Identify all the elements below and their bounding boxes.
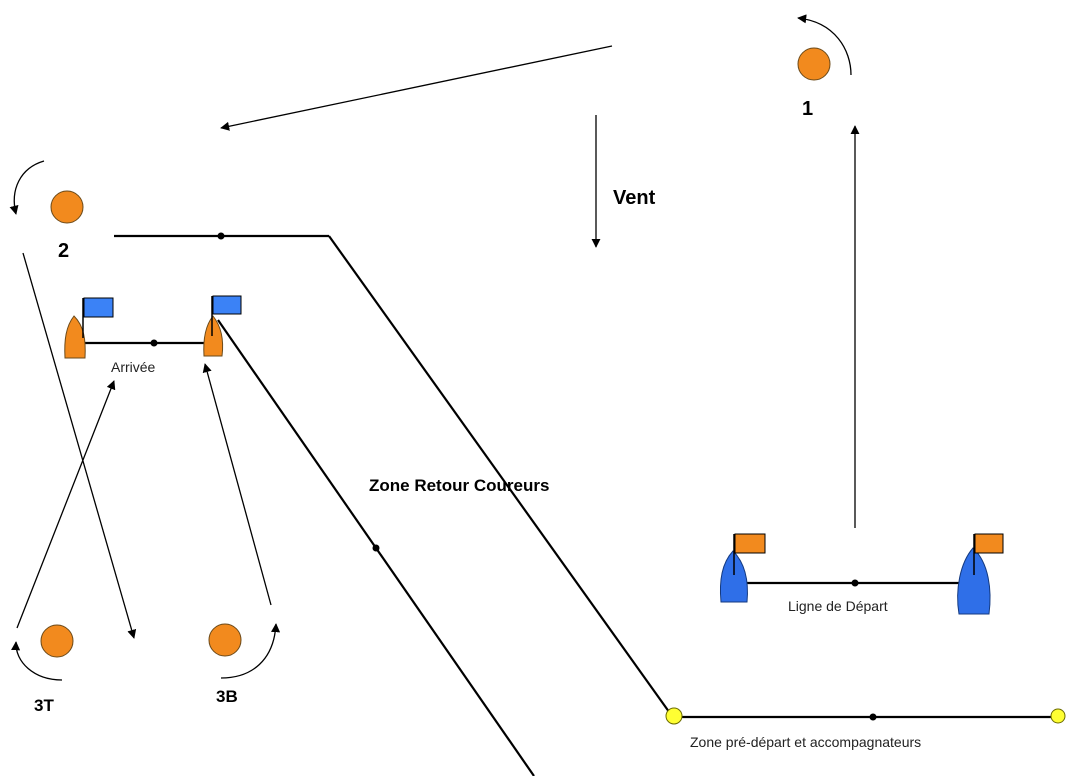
finish-boat-right xyxy=(203,295,242,357)
mark-1-buoy xyxy=(797,47,831,81)
mark-3b-rounding-arrow xyxy=(220,623,281,679)
mark-2-buoy xyxy=(50,190,84,224)
start-line-dot xyxy=(851,579,859,587)
return-zone-label: Zone Retour Coureurs xyxy=(369,476,549,495)
leg-mark-2-down xyxy=(22,252,137,639)
leg-mark-3t-to-finish xyxy=(16,380,116,629)
start-flag-left xyxy=(734,533,766,554)
return-zone-top-dot xyxy=(217,232,225,240)
start-boat-left xyxy=(719,533,766,603)
start-boat-right xyxy=(957,533,1004,615)
mark-1-label: 1 xyxy=(802,98,813,120)
mark-3b-buoy xyxy=(208,623,242,657)
mark-3t-label: 3T xyxy=(34,696,54,715)
finish-flag-left xyxy=(83,297,114,318)
mark-2-rounding-arrow xyxy=(9,160,45,215)
wind-label: Vent xyxy=(613,187,656,209)
start-flag-right xyxy=(974,533,1004,554)
finish-line-dot xyxy=(150,339,158,347)
leg-mark-3b-to-finish xyxy=(202,363,272,606)
mark-3b-label: 3B xyxy=(216,687,238,706)
finish-boat-left xyxy=(64,297,114,359)
mark-3t-buoy xyxy=(40,624,74,658)
return-zone-outer-line xyxy=(328,235,673,717)
pre-start-zone-label: Zone pré-départ et accompagnateurs xyxy=(690,734,921,750)
pre-start-buoy-left xyxy=(665,707,683,725)
finish-flag-right xyxy=(212,295,242,315)
pre-start-zone-dot xyxy=(869,713,877,721)
leg-mark-1-to-mark-2 xyxy=(220,45,613,131)
finish-label: Arrivée xyxy=(111,359,156,375)
start-label: Ligne de Départ xyxy=(788,598,888,614)
mark-3t-rounding-arrow xyxy=(11,641,63,681)
return-zone-inner-dot xyxy=(372,544,380,552)
pre-start-buoy-right xyxy=(1050,708,1066,724)
mark-2-label: 2 xyxy=(58,240,69,262)
mark-1-rounding-arrow xyxy=(797,14,852,76)
